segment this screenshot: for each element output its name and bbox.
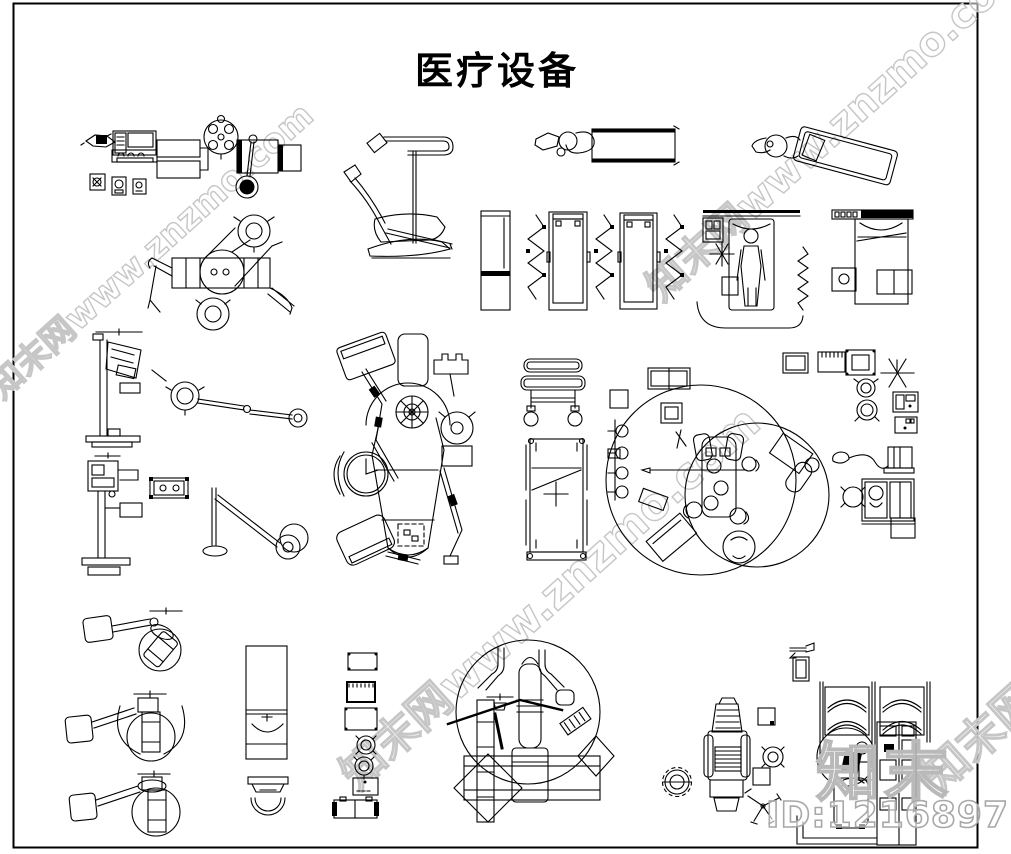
watermark-logo-icon: 知末 bbox=[816, 737, 952, 811]
dental-unit-top-view-icon bbox=[147, 214, 295, 331]
surgical-microscope-icon bbox=[68, 770, 181, 837]
control-boxes-icon bbox=[89, 173, 147, 196]
consultation-console-icon bbox=[796, 721, 917, 846]
ultrasound-probe-icon bbox=[80, 133, 117, 148]
dome-lamp-icon bbox=[247, 776, 289, 816]
treatment-chair-icon bbox=[703, 697, 785, 825]
ruler-block-icon bbox=[817, 351, 846, 373]
surgical-microscope-icon bbox=[64, 690, 186, 762]
dental-chair-top-large-icon bbox=[333, 331, 476, 566]
bedside-machine-icon bbox=[892, 391, 919, 434]
sterilizer-cabinet-icon bbox=[546, 211, 661, 311]
equipment-box-icon bbox=[782, 352, 809, 374]
hospital-bed-with-patient-icon bbox=[696, 210, 809, 329]
side-table-icon bbox=[149, 477, 189, 499]
frame-block-icon bbox=[845, 349, 876, 376]
six-spoke-star-icon bbox=[880, 358, 915, 388]
waiting-chairs-icon bbox=[819, 681, 931, 769]
supply-stack-icon bbox=[332, 652, 379, 819]
floor-exam-lamp-icon bbox=[202, 487, 309, 560]
watermark-id-text: ID:1216897214 bbox=[766, 795, 1011, 836]
transport-bed-angled-icon bbox=[751, 126, 898, 186]
watermark-stripe-icon: 知末网www.znzmo.com bbox=[638, 0, 1011, 310]
xray-stand-icon bbox=[81, 452, 143, 576]
suction-unit-icon bbox=[832, 446, 915, 474]
medical-refrigerator-icon bbox=[480, 210, 511, 311]
surgeon-stool-icon bbox=[853, 378, 880, 422]
spray-flask-icon bbox=[788, 642, 815, 682]
doctor-stool-icon bbox=[661, 766, 693, 798]
bed-with-cross-icon bbox=[525, 437, 588, 561]
watermark-stripe-icon: 知末网www.znzmo.com bbox=[0, 95, 321, 407]
instrument-cart-icon bbox=[520, 358, 586, 427]
sheet-border bbox=[12, 2, 979, 849]
stretcher-with-attendant-icon bbox=[534, 125, 680, 166]
xray-tube-gantry-icon bbox=[156, 114, 302, 199]
hospital-bed-icon bbox=[831, 209, 914, 305]
page-title: 医疗设备 bbox=[415, 49, 579, 93]
watermark-layer: 知末网www.znzmo.com 知末网www.znzmo.com 知末网www… bbox=[0, 0, 1011, 804]
surgical-microscope-icon bbox=[82, 607, 183, 672]
dental-chair-side-icon bbox=[343, 132, 454, 259]
operating-room-layout-icon bbox=[605, 367, 830, 576]
privacy-curtain-zigzag-icon bbox=[526, 214, 684, 300]
mobile-xray-stand-icon bbox=[85, 328, 143, 448]
medicine-cabinet-icon bbox=[245, 645, 288, 760]
dialysis-station-icon bbox=[840, 478, 916, 539]
patient-monitor-cart-icon bbox=[111, 130, 158, 163]
c-arm-xray-room-icon bbox=[446, 639, 615, 823]
ceiling-lamp-arm-icon bbox=[151, 369, 308, 428]
